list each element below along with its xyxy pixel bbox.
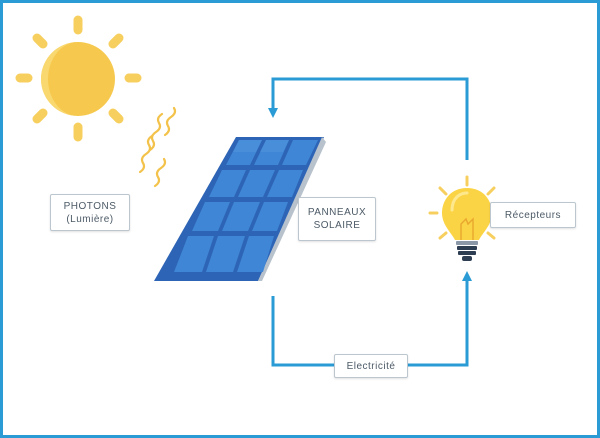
electricity-label-text: Electricité (346, 360, 396, 372)
panels-label: PANNEAUX SOLAIRE (298, 197, 376, 241)
photons-label-title: PHOTONS (63, 200, 117, 212)
photon-waves-icon (138, 106, 177, 188)
solar-panel-icon (154, 137, 326, 281)
photons-label-subtitle: (Lumière) (66, 213, 114, 225)
solar-circuit-diagram (15, 15, 506, 367)
electricity-label: Electricité (334, 354, 408, 378)
receivers-label-text: Récepteurs (504, 209, 562, 221)
receivers-label: Récepteurs (490, 202, 576, 228)
panels-label-line1: PANNEAUX (307, 207, 367, 218)
light-bulb-icon (428, 175, 506, 261)
panels-label-line2: SOLAIRE (313, 220, 361, 231)
sun-icon (15, 15, 142, 142)
photons-label: PHOTONS (Lumière) (50, 194, 130, 231)
